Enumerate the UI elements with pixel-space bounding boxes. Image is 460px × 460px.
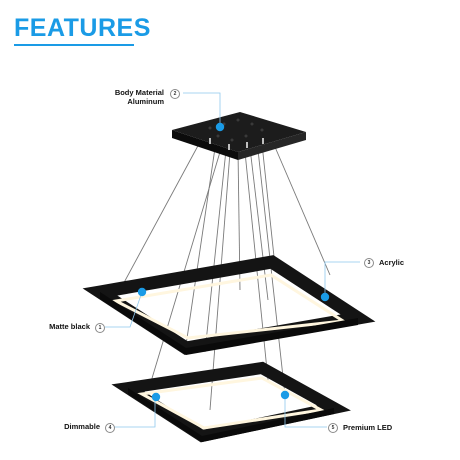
callout-acrylic-label: Acrylic	[379, 258, 405, 267]
upper-ring	[82, 255, 376, 355]
callout-body-material-line1: Body Material	[114, 88, 164, 97]
callout-dots	[137, 122, 330, 402]
callout-number-3: 3	[364, 258, 374, 268]
callout-dimmable-label: Dimmable	[64, 422, 100, 431]
callout-premium-led-label: Premium LED	[343, 423, 393, 432]
leader-lines	[105, 92, 360, 428]
callout-number-5: 5	[328, 423, 338, 433]
callout-body-material-line2: Aluminum	[127, 97, 164, 106]
title-underline	[14, 44, 134, 46]
callout-matte-black-label: Matte black	[49, 322, 90, 331]
callout-number-4: 4	[105, 423, 115, 433]
page-title: FEATURES	[14, 14, 151, 42]
callout-body-material-label: Body Material Aluminum	[94, 88, 164, 106]
canopy	[172, 112, 306, 160]
callout-number-1: 1	[95, 323, 105, 333]
callout-number-2: 2	[170, 89, 180, 99]
lower-ring	[111, 361, 351, 443]
